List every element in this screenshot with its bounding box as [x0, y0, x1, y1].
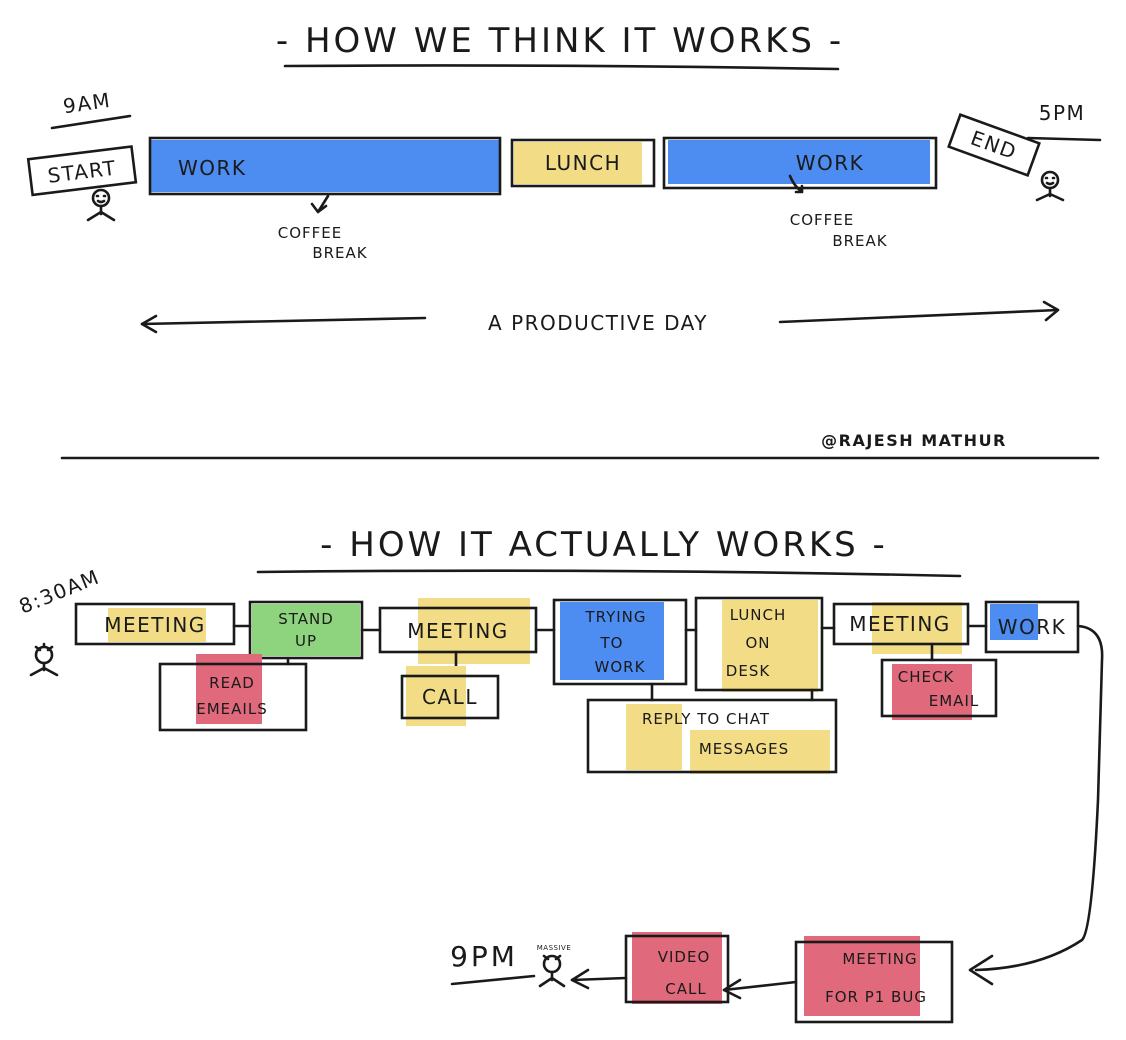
start-time: 9AM — [62, 88, 113, 118]
video-call-highlight — [632, 932, 722, 1004]
productive-label: A PRODUCTIVE DAY — [488, 311, 708, 335]
read-emails-line2: EMEAILS — [196, 700, 267, 718]
arrow-bug-to-video — [722, 980, 798, 992]
lunch-box — [510, 138, 656, 188]
trying-line1: TRYING — [584, 608, 646, 626]
return-loop-arrowhead — [968, 954, 994, 986]
start-box — [26, 145, 138, 197]
work-bottom-label: WORK — [998, 615, 1067, 639]
person-start-icon — [86, 188, 116, 222]
lunch-desk-highlight — [722, 600, 818, 692]
meeting2-label: MEETING — [407, 619, 509, 643]
meeting3-box — [832, 602, 970, 646]
work2-box — [662, 136, 938, 190]
bug-meeting-line2: FOR P1 BUG — [825, 988, 927, 1006]
lunch-desk-box — [694, 596, 824, 692]
check-email-line1: CHECK — [898, 668, 955, 686]
productive-arrow-left — [140, 316, 427, 326]
check-email-highlight — [892, 664, 972, 720]
person-stressed-end-icon — [538, 954, 566, 988]
call-box — [400, 674, 500, 720]
arrow-video-to-end-head — [570, 968, 590, 990]
bottom-end-underline — [450, 974, 536, 986]
standup-line1: STAND — [278, 610, 334, 628]
meeting1-highlight — [108, 608, 206, 642]
video-call-box — [624, 934, 730, 1004]
trying-box — [552, 598, 688, 686]
person-stressed-start-icon — [29, 642, 59, 677]
work2-highlight — [668, 140, 930, 184]
reply-line2: MESSAGES — [699, 740, 789, 758]
productive-arrow-right — [778, 308, 1060, 324]
arrow-video-to-end — [570, 976, 628, 982]
bottom-start-time: 8:30AM — [16, 564, 104, 618]
lunch-desk-line2: ON — [745, 634, 770, 652]
return-loop-line — [974, 624, 1104, 972]
standup-line2: UP — [295, 632, 317, 650]
check-email-box — [880, 658, 998, 718]
end-box — [947, 112, 1041, 178]
meeting1-label: MEETING — [104, 613, 206, 637]
bottom-end-time: 9PM — [450, 940, 518, 973]
meeting3-highlight — [872, 602, 962, 654]
lunch-highlight — [514, 142, 642, 184]
top-title: - HOW WE THINK IT WORKS - — [276, 21, 844, 61]
link-to-reply — [650, 682, 814, 702]
bottom-title: - HOW IT ACTUALLY WORKS - — [320, 525, 888, 565]
end-time-underline — [1026, 136, 1102, 142]
top-title-underline — [283, 64, 840, 71]
coffee1-line1: COFFEE — [278, 224, 343, 242]
productive-arrowhead-left — [140, 314, 158, 334]
read-emails-line1: READ — [209, 674, 255, 692]
credit-text: @RAJESH MATHUR — [821, 431, 1007, 450]
coffee1-line2: BREAK — [312, 244, 367, 262]
coffee1-arrow — [310, 194, 330, 214]
person-end-icon — [1035, 170, 1065, 202]
end-time: 5PM — [1039, 101, 1086, 125]
read-emails-box — [158, 662, 308, 732]
trying-line3: WORK — [595, 658, 646, 676]
trying-line2: TO — [600, 634, 624, 652]
work1-label: WORK — [178, 156, 247, 180]
call-label: CALL — [422, 685, 478, 709]
start-label: START — [46, 156, 118, 188]
check-email-line2: EMAIL — [929, 692, 979, 710]
arrow-bug-to-video-head — [722, 978, 742, 1000]
read-emails-highlight — [196, 654, 262, 724]
lunch-desk-line3: DESK — [726, 662, 771, 680]
reply-box — [586, 698, 838, 774]
bug-meeting-line1: MEETING — [842, 950, 917, 968]
lunch-desk-line1: LUNCH — [730, 606, 787, 624]
video-call-line1: VIDEO — [658, 948, 711, 966]
work-bottom-highlight — [990, 604, 1038, 640]
meeting3-label: MEETING — [849, 612, 951, 636]
lunch-label: LUNCH — [545, 151, 621, 175]
stressed-label: MASSIVE — [537, 944, 572, 952]
bug-meeting-highlight — [804, 936, 920, 1016]
coffee2-line2: BREAK — [832, 232, 887, 250]
bottom-title-underline — [256, 569, 962, 578]
work1-box — [148, 136, 502, 196]
reply-highlight-left — [626, 704, 682, 770]
reply-highlight-right — [690, 730, 830, 774]
standup-highlight — [252, 604, 360, 656]
productive-arrowhead-right — [1042, 300, 1060, 322]
trying-highlight — [560, 602, 664, 680]
reply-line1: REPLY TO CHAT — [642, 710, 770, 728]
coffee2-line1: COFFEE — [790, 211, 855, 229]
work2-label: WORK — [796, 151, 865, 175]
meeting1-box — [74, 602, 236, 646]
video-call-line2: CALL — [665, 980, 706, 998]
end-label: END — [968, 126, 1021, 165]
work1-highlight — [150, 140, 500, 192]
coffee2-arrow — [788, 174, 804, 194]
start-time-underline — [50, 114, 132, 130]
